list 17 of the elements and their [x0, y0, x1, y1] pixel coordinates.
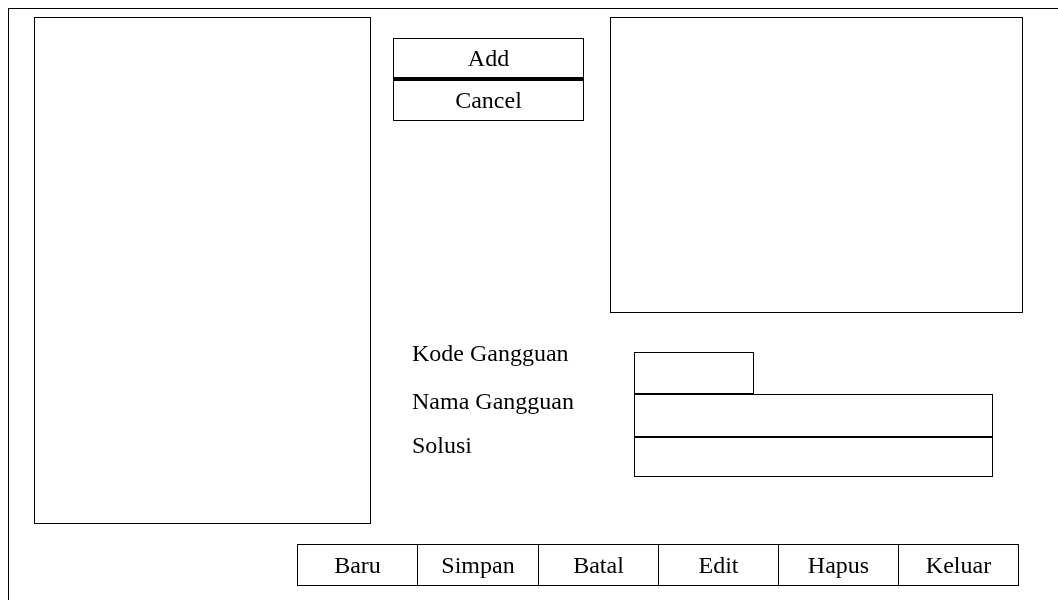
button: Hapus — [778, 544, 899, 586]
add-button: Add — [393, 38, 584, 80]
button: Baru — [297, 544, 418, 586]
button: Simpan — [417, 544, 539, 586]
input-field — [634, 352, 754, 394]
button: Edit — [658, 544, 779, 586]
field-label: Solusi — [412, 432, 473, 459]
input-field — [634, 394, 993, 437]
button: Batal — [538, 544, 659, 586]
field-label: Nama Gangguan — [412, 388, 574, 415]
display-panel — [610, 17, 1023, 313]
button: Keluar — [898, 544, 1019, 586]
field-label: Kode Gangguan — [412, 340, 569, 367]
list-panel — [34, 17, 371, 524]
window-frame — [8, 8, 1058, 600]
cancel-button: Cancel — [393, 80, 584, 121]
input-field — [634, 437, 993, 477]
